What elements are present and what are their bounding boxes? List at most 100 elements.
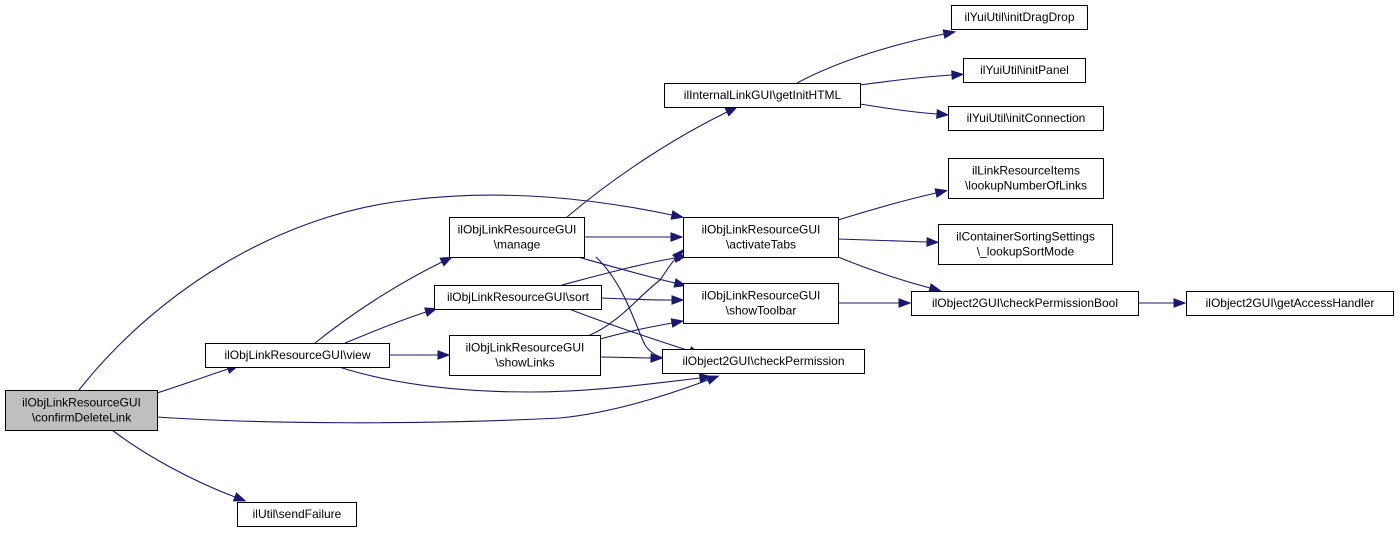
node-label: ilObject2GUI\checkPermission — [682, 354, 844, 368]
node-label: ilYuiUtil\initDragDrop — [964, 10, 1074, 24]
node-box[interactable] — [948, 106, 1104, 131]
edge-activateTabs-to-lookupNumberOfLinks — [837, 188, 949, 221]
edge-line — [859, 103, 938, 115]
node-label: ilObjLinkResourceGUI — [458, 223, 577, 237]
node-initConnection[interactable]: ilYuiUtil\initConnection — [948, 106, 1104, 131]
edge-line — [561, 257, 676, 286]
edge-view-to-checkPermission — [338, 366, 713, 393]
node-box[interactable] — [938, 224, 1113, 265]
node-box[interactable] — [434, 285, 602, 310]
node-manage[interactable]: ilObjLinkResourceGUI\manage — [449, 217, 585, 258]
node-box[interactable] — [963, 58, 1086, 83]
arrowhead-icon — [673, 278, 688, 288]
node-initPanel[interactable]: ilYuiUtil\initPanel — [963, 58, 1086, 83]
edge-showLinks-to-activateTabs — [589, 248, 685, 336]
node-view[interactable]: ilObjLinkResourceGUI\view — [205, 343, 390, 368]
node-label: \activateTabs — [726, 238, 796, 252]
node-label: \confirmDeleteLink — [32, 411, 132, 425]
arrowhead-icon — [724, 106, 739, 117]
edge-manage-to-getInitHTML — [566, 106, 739, 218]
arrowhead-icon — [232, 492, 247, 502]
edge-line — [111, 429, 236, 498]
edge-getInitHTML-to-initDragDrop — [796, 29, 957, 84]
node-box[interactable] — [1186, 291, 1394, 316]
node-checkPermission[interactable]: ilObject2GUI\checkPermission — [662, 349, 865, 374]
edge-line — [796, 33, 945, 84]
edge-line — [156, 368, 229, 394]
node-lookupSortMode[interactable]: ilContainerSortingSettings\_lookupSortMo… — [938, 224, 1113, 265]
node-box[interactable] — [205, 343, 390, 368]
arrowhead-icon — [926, 237, 940, 247]
edge-confirmDeleteLink-to-activateTabs — [78, 194, 685, 391]
arrowhead-icon — [936, 109, 950, 119]
edge-manage-to-activateTabs — [584, 232, 684, 242]
node-box[interactable] — [911, 291, 1139, 316]
node-box[interactable] — [948, 158, 1104, 199]
edge-line — [338, 366, 701, 393]
edge-showLinks-to-showToolbar — [599, 318, 685, 340]
node-label: ilObjLinkResourceGUI — [22, 396, 141, 410]
edge-line — [78, 194, 673, 391]
edge-line — [566, 111, 728, 218]
node-label: ilUtil\sendFailure — [253, 507, 342, 521]
arrowhead-icon — [437, 350, 451, 360]
edge-line — [568, 308, 691, 352]
arrowhead-icon — [898, 298, 912, 308]
edge-confirmDeleteLink-to-checkPermission — [156, 375, 720, 424]
edge-manage-to-showToolbar — [577, 256, 688, 288]
edge-confirmDeleteLink-to-sendFailure — [111, 429, 247, 502]
arrowhead-icon — [670, 210, 685, 220]
node-showLinks[interactable]: ilObjLinkResourceGUI\showLinks — [449, 335, 601, 376]
node-checkPermissionBool[interactable]: ilObject2GUI\checkPermissionBool — [911, 291, 1139, 316]
node-confirmDeleteLink[interactable]: ilObjLinkResourceGUI\confirmDeleteLink — [5, 390, 158, 431]
edge-line — [837, 256, 931, 289]
node-box[interactable] — [237, 502, 357, 527]
node-getAccessHandler[interactable]: ilObject2GUI\getAccessHandler — [1186, 291, 1394, 316]
node-sort[interactable]: ilObjLinkResourceGUI\sort — [434, 285, 602, 310]
node-showToolbar[interactable]: ilObjLinkResourceGUI\showToolbar — [683, 283, 839, 324]
node-label: ilLinkResourceItems — [972, 164, 1080, 178]
node-label: ilInternalLinkGUI\getInitHTML — [684, 88, 842, 102]
edge-sort-to-showToolbar — [600, 295, 685, 305]
edge-view-to-sort — [344, 307, 438, 344]
edge-activateTabs-to-checkPermissionBool — [837, 256, 942, 293]
node-activateTabs[interactable]: ilObjLinkResourceGUI\activateTabs — [683, 217, 839, 258]
node-label: ilObjLinkResourceGUI — [702, 223, 821, 237]
node-label: ilObject2GUI\getAccessHandler — [1206, 296, 1375, 310]
node-box[interactable] — [449, 217, 585, 258]
node-getInitHTML[interactable]: ilInternalLinkGUI\getInitHTML — [664, 83, 861, 108]
node-label: \manage — [494, 238, 541, 252]
node-label: ilObjLinkResourceGUI — [702, 289, 821, 303]
node-box[interactable] — [683, 283, 839, 324]
node-initDragDrop[interactable]: ilYuiUtil\initDragDrop — [951, 5, 1088, 30]
edge-manage-to-checkPermission — [595, 256, 693, 365]
edges-layer — [78, 29, 1187, 502]
arrowhead-icon — [439, 256, 454, 267]
node-box[interactable] — [662, 349, 865, 374]
arrowhead-icon — [672, 248, 685, 262]
node-label: ilObjLinkResourceGUI\sort — [447, 290, 590, 304]
node-box[interactable] — [683, 217, 839, 258]
edge-line — [599, 356, 652, 359]
node-label: \showLinks — [495, 356, 554, 370]
node-box[interactable] — [5, 390, 158, 431]
node-box[interactable] — [664, 83, 861, 108]
node-box[interactable] — [449, 335, 601, 376]
node-box[interactable] — [951, 5, 1088, 30]
edge-line — [600, 297, 673, 301]
node-lookupNumberOfLinks[interactable]: ilLinkResourceItems\lookupNumberOfLinks — [948, 158, 1104, 199]
edge-line — [589, 257, 677, 336]
arrowhead-icon — [423, 307, 438, 317]
edge-view-to-showLinks — [389, 350, 451, 360]
edge-line — [859, 74, 953, 86]
node-label: \_lookupSortMode — [977, 245, 1075, 259]
node-label: ilContainerSortingSettings — [956, 230, 1095, 244]
arrowhead-icon — [934, 188, 949, 198]
node-label: \lookupNumberOfLinks — [965, 179, 1087, 193]
node-label: \showToolbar — [726, 304, 797, 318]
arrowhead-icon — [670, 232, 684, 242]
edge-showLinks-to-checkPermission — [599, 353, 664, 363]
node-sendFailure[interactable]: ilUtil\sendFailure — [237, 502, 357, 527]
node-label: ilYuiUtil\initConnection — [967, 111, 1086, 125]
arrowhead-icon — [671, 295, 685, 305]
